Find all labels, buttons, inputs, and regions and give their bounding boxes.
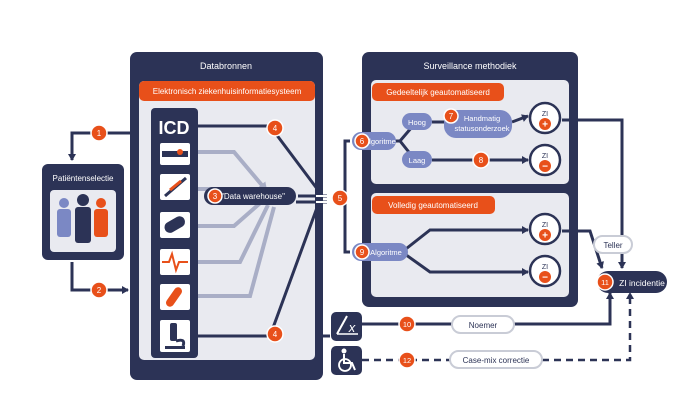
svg-text:x: x [348,320,356,335]
surveillance-title: Surveillance methodiek [423,61,517,71]
casemix-pill [449,350,543,369]
step-badge-5: 5 [331,189,349,207]
zi-plus-sign: + [542,231,548,242]
merge-marker [316,195,330,203]
svg-text:5: 5 [338,194,343,203]
step-badge-12: 12 [398,351,416,369]
hospital-bed-icon [160,143,190,165]
svg-text:9: 9 [360,248,365,257]
zi-minus-sign: − [542,162,548,173]
semi-auto-header [372,83,504,101]
step-badge-2: 2 [90,281,108,299]
full-auto-header [372,196,495,214]
step-badge-7: 7 [443,108,459,124]
microscope-icon [160,320,190,352]
svg-text:4: 4 [273,124,278,133]
zi-label: ZI [542,222,548,229]
step-badge-9: 9 [354,244,370,260]
step-badges: 1 2 3 4 4 5 6 7 8 9 10 11 12 [90,108,614,369]
svg-text:10: 10 [403,320,411,329]
step-badge-1: 1 [90,124,108,142]
teller-label: Teller [603,241,622,250]
step-badge-6: 6 [354,133,370,149]
svg-text:6: 6 [360,137,365,146]
step-badge-4a: 4 [266,119,284,137]
step-badge-11: 11 [596,273,614,291]
zi-label: ZI [542,111,548,118]
step-badge-10: 10 [398,315,416,333]
wheelchair-icon [331,346,362,375]
lab-tube-icon [160,284,190,310]
zi-minus-semi: ZI − [528,143,562,177]
semi-auto-label: Gedeeltelijk geautomatiseerd [386,88,490,97]
casemix-label: Case-mix correctie [463,356,530,365]
zi-plus-sign: + [542,120,548,131]
step-badge-8: 8 [472,151,490,169]
data-warehouse-label: "Data warehouse" [221,192,285,201]
svg-text:1: 1 [97,129,102,138]
patients-icon [57,194,108,243]
patient-selection-label: Patiëntenselectie [53,174,114,183]
noemer-pill [451,315,515,334]
x-over-slash-icon: x [331,312,362,341]
zi-incidence-label: ZI incidentie [619,278,665,288]
svg-text:4: 4 [273,330,278,339]
zi-incidence [597,271,667,293]
ehr-header [139,81,315,101]
manual-review [444,110,512,138]
manual-review-line1: Handmatig [464,114,500,123]
data-warehouse [204,187,296,205]
step-badge-3: 3 [207,188,223,204]
noemer-label: Noemer [469,321,498,330]
step-badge-4b: 4 [266,325,284,343]
zi-label: ZI [542,264,548,271]
teller-pill [593,235,633,254]
risk-high [402,113,432,130]
flow-lines [68,114,626,338]
zi-minus-sign: − [542,273,548,284]
risk-low [402,151,432,168]
heart-rate-icon [160,249,190,275]
zi-label: ZI [542,153,548,160]
ehr-label: Elektronisch ziekenhuisinformatiesysteem [153,87,302,96]
risk-low-label: Laag [409,156,426,165]
svg-text:3: 3 [213,192,218,201]
manual-review-line2: statusonderzoek [454,124,509,133]
svg-text:11: 11 [601,278,609,287]
zi-plus-semi: ZI + [528,101,562,135]
sources-title: Databronnen [200,61,252,71]
zi-plus-full: ZI + [528,212,562,246]
zi-minus-full: ZI − [528,254,562,288]
syringe-icon [160,174,190,200]
svg-text:2: 2 [97,286,102,295]
full-auto-label: Volledig geautomatiseerd [388,201,478,210]
svg-text:12: 12 [403,356,411,365]
svg-text:7: 7 [449,112,454,121]
svg-text:8: 8 [479,156,484,165]
risk-high-label: Hoog [408,118,426,127]
algorithm-full-label: Algoritme [370,248,402,257]
pill-icon [160,212,190,238]
icd-label: ICD [159,118,190,138]
algorithm-semi-label: Algoritme [364,137,396,146]
